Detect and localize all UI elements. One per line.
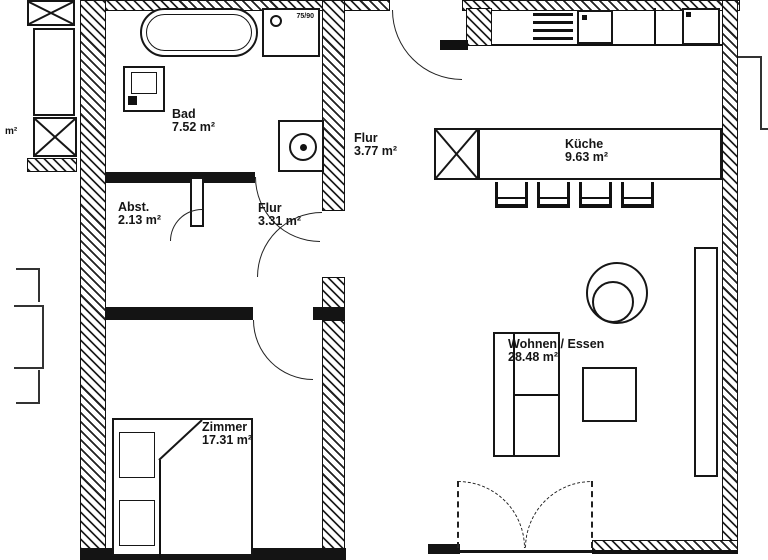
cooktop-line	[533, 21, 573, 24]
bed-pillow	[119, 500, 155, 546]
room-name: Küche	[565, 137, 604, 151]
room-label-kueche: Küche 9.63 m²	[565, 138, 608, 164]
neighbour-outline	[16, 370, 40, 404]
zimmer-door-arc	[253, 320, 313, 380]
washing-machine-knob-icon	[300, 144, 307, 151]
room-label-bad: Bad 7.52 m²	[172, 108, 215, 134]
bed-pillow	[119, 432, 155, 478]
french-door-arc-left	[458, 481, 525, 548]
room-area: 9.63 m²	[565, 150, 609, 164]
room-name: Wohnen / Essen	[508, 337, 605, 351]
wall-threshold	[458, 550, 594, 553]
wall-right	[722, 0, 738, 552]
kitchen-wall-stub	[466, 8, 492, 46]
fridge-mark-icon	[686, 12, 691, 17]
exterior-bracket	[760, 128, 768, 130]
bathtub	[140, 8, 258, 57]
bar-chair	[537, 182, 570, 208]
sofa-divider	[515, 394, 558, 396]
kitchen-island	[478, 128, 722, 180]
bar-chair	[621, 182, 654, 208]
wall-vertical-upper	[322, 0, 345, 211]
washbasin-tap-icon	[128, 96, 137, 105]
french-door-arc-right	[525, 481, 592, 548]
bar-chair	[579, 182, 612, 208]
bathtub-inner	[146, 14, 252, 51]
room-name: Flur	[354, 131, 378, 145]
cooktop-line	[533, 29, 573, 32]
sink-dot-icon	[582, 15, 587, 20]
x-diagonals-icon	[435, 129, 478, 179]
cooktop	[533, 13, 573, 40]
neighbour-outline	[14, 305, 44, 369]
washbasin-bowl	[131, 72, 157, 94]
bed	[112, 418, 253, 558]
room-label-flur-main: Flur 3.77 m²	[354, 132, 397, 158]
wall-top-left	[105, 0, 390, 11]
room-label-abst: Abst. 2.13 m²	[118, 201, 161, 227]
sofa-armline	[513, 334, 515, 455]
round-table	[586, 262, 648, 324]
left-wall-stub	[27, 158, 77, 172]
room-name: Flur	[258, 201, 282, 215]
washbasin	[123, 66, 165, 112]
wardrobe	[694, 247, 718, 477]
neighbour-outline	[16, 268, 40, 302]
fridge	[682, 8, 720, 45]
room-area: 3.77 m²	[354, 144, 398, 158]
wall-bottom-living-right	[592, 540, 738, 554]
room-name: Bad	[172, 107, 196, 121]
square-table	[582, 367, 637, 422]
room-label-wohnen-essen: Wohnen / Essen 28.48 m²	[508, 338, 604, 364]
room-area: 2.13 m²	[118, 213, 162, 227]
wall-bottom-living-left	[428, 544, 460, 554]
kitchen-stub-foot	[440, 40, 468, 50]
counter-divider	[654, 8, 656, 46]
exterior-bracket	[738, 56, 762, 58]
shower-size-label: 75/90	[296, 13, 314, 20]
cooktop-line	[533, 13, 573, 16]
wall-bad-bottom	[105, 172, 255, 183]
room-label-flur-inner: Flur 3.31 m²	[258, 202, 301, 228]
bed-fold-line-vertical	[159, 460, 161, 558]
shaft-box-kitchen	[434, 128, 479, 180]
sofa	[493, 332, 560, 457]
kitchen-sink	[577, 10, 613, 44]
shaft-box-top-left	[27, 0, 75, 26]
room-area: 3.31 m²	[258, 214, 302, 228]
x-diagonals-icon	[28, 1, 74, 25]
shaft-box-left	[33, 117, 77, 157]
wall-zimmer-top-right	[313, 307, 345, 320]
shower: 75/90	[262, 8, 320, 57]
room-area: 7.52 m²	[172, 120, 216, 134]
wall-vertical-lower	[322, 320, 345, 558]
room-area: 28.48 m²	[508, 350, 559, 364]
room-name: Zimmer	[202, 420, 248, 434]
bar-chair	[495, 182, 528, 208]
x-diagonals-icon	[34, 118, 76, 156]
bed-fold-diagonal	[158, 419, 203, 461]
shower-drain-icon	[270, 15, 282, 27]
abst-door-arc	[170, 209, 202, 241]
round-chair	[592, 281, 634, 323]
room-label-zimmer: Zimmer 17.31 m²	[202, 421, 252, 447]
french-door-leaf-right	[591, 481, 593, 548]
washing-machine	[278, 120, 324, 172]
wall-zimmer-top	[105, 307, 253, 320]
exterior-bracket	[760, 56, 762, 130]
kitchen-counter-edge	[492, 44, 722, 46]
washing-machine-door-icon	[289, 133, 317, 161]
cooktop-line	[533, 37, 573, 40]
wall-left	[80, 0, 106, 560]
edge-text-fragment: m²	[5, 126, 18, 137]
duct-column	[33, 28, 75, 116]
room-name: Abst.	[118, 200, 150, 214]
room-area: 17.31 m²	[202, 433, 253, 447]
